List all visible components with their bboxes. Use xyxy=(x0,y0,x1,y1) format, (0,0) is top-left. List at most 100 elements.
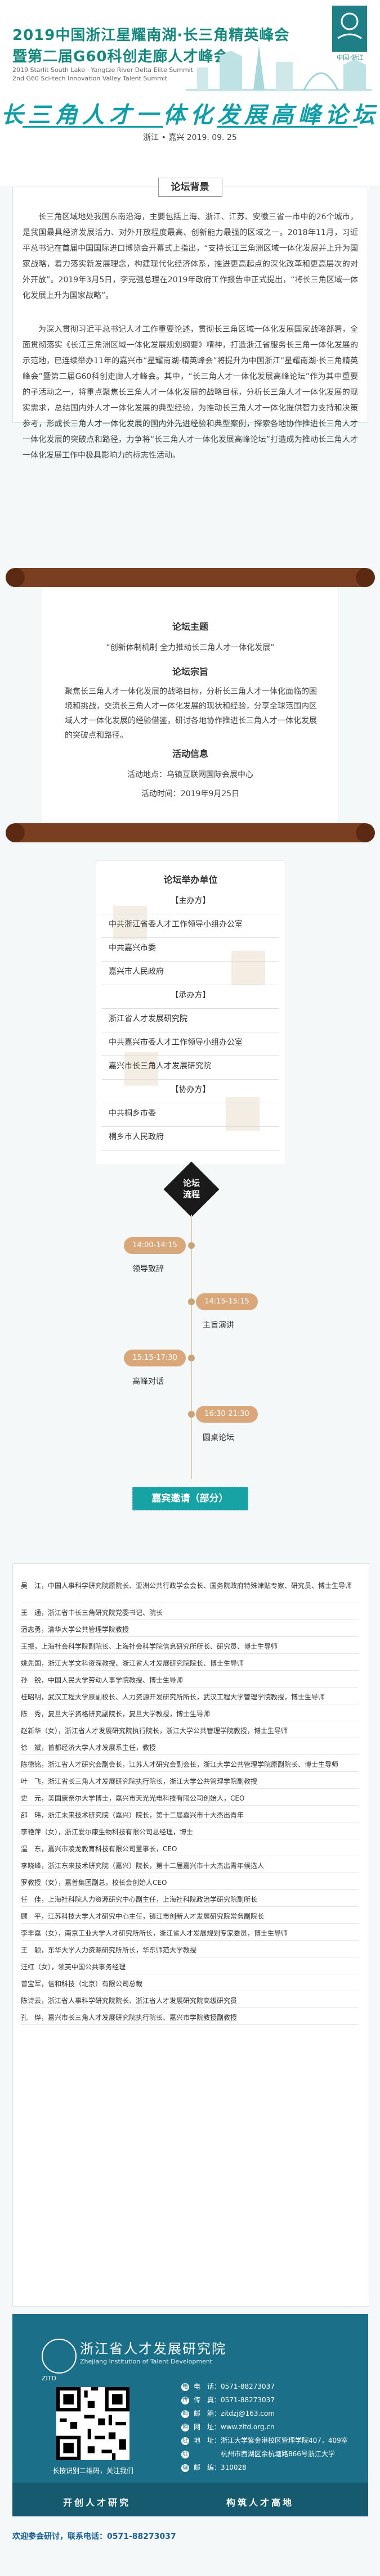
contact-icon: 邮 xyxy=(181,2410,189,2418)
guests-card: 吴 江，中国人事科学研究院原院长、亚洲公共行政学会会长、国务院政府特殊津贴专家、… xyxy=(12,1563,369,2307)
agenda-time-pill: 14:15-15:15 xyxy=(196,1293,258,1310)
guest-divider xyxy=(21,1889,359,1890)
guest-entry: 罗教授（女），嘉善集团副总，校长会创始人CEO xyxy=(21,1879,167,1887)
purpose-text: 聚焦长三角人才一体化发展的战略目标，分析长三角人才一体化面临的困境和挑战，交流长… xyxy=(65,687,317,740)
background-card xyxy=(12,187,368,423)
forum-main-title: 长三角人才一体化发展高峰论坛 xyxy=(1,102,379,128)
purpose-heading: 论坛宗旨 xyxy=(172,666,208,677)
scroll-knob-right xyxy=(356,568,375,587)
guest-entry: 温 东，嘉兴市凌龙教育科技有限公司董事长，CEO xyxy=(21,1845,177,1853)
contact-text: 邮 箱：zitdzj@163.com xyxy=(194,2410,275,2417)
organizer-item: 中共嘉兴市委 xyxy=(109,944,156,953)
agenda-item-label: 领导致辞 xyxy=(132,1265,164,1274)
contact-row: 网网 址：www.zitd.org.cn xyxy=(181,2422,275,2431)
guest-divider xyxy=(21,1788,359,1789)
guest-divider xyxy=(21,1805,359,1806)
guest-entry: 李丰嘉（女），南京工业大学人才研究所所长，浙江省人才发展规划专家委员，博士生导师 xyxy=(21,1929,288,1937)
summit-subtitle: 暨第二届G60科创走廊人才峰会 xyxy=(12,48,229,65)
slogan-right: 构筑人才高地 xyxy=(226,2497,294,2508)
guest-entry: 孙 锐，中国人民大学劳动人事学院教授、博士生导师 xyxy=(21,1676,184,1684)
qr-caption: 长按识别二维码，关注我们 xyxy=(52,2467,133,2475)
timeline-dot xyxy=(188,1355,195,1361)
contact-icon: 址 xyxy=(181,2437,189,2445)
summit-title-en: 2019 Starlit South Lake · Yangtze River … xyxy=(12,66,194,74)
organizer-item: 嘉兴市长三角人才发展研究院 xyxy=(109,1062,211,1071)
agenda-time-pill: 15:15-17:30 xyxy=(124,1350,186,1366)
institute-logo-icon xyxy=(42,2339,77,2374)
guest-entry: 桂昭明，武汉工程大学原副校长、人力资源开发研究所所长，武汉工程大学管理学院教授，… xyxy=(21,1693,325,1701)
forum-meta: 浙江 • 嘉兴 2019. 09. 25 xyxy=(143,133,237,142)
contact-icon: 址 xyxy=(181,2450,189,2458)
guests-tag-label: 嘉宾邀请（部分） xyxy=(132,1487,248,1510)
contact-row: 电电 话：0571-88273037 xyxy=(181,2381,275,2391)
organizer-item: 中共嘉兴市委人才工作领导小组办公室 xyxy=(109,1038,243,1047)
guest-entry: 陈诗云，浙江省人事科学研究院院长、浙江省人才发展研究院高级研究员 xyxy=(21,1997,238,2005)
info-location: 活动地点：乌镇互联网国际会展中心 xyxy=(127,770,253,779)
background-paragraph-2: 为深入贯彻习近平总书记人才工作重要论述，贯彻长三角区域一体化发展国家战略部署，全… xyxy=(23,325,358,460)
organizer-divider xyxy=(102,1150,279,1151)
guest-entry: 汪红（女），领英中国公共事务经理 xyxy=(21,1963,126,1971)
institute-name: 浙江省人才发展研究院 xyxy=(80,2341,226,2357)
guest-entry: 陈 秀，复旦大学资格研究副院长，复旦大学教授，博士生导师 xyxy=(21,1710,211,1718)
summit-title: 2019中国浙江星耀南湖·长三角精英峰会 xyxy=(12,27,290,44)
background-tag: 论坛背景 xyxy=(0,178,380,197)
guest-entry: 孔 烨，嘉兴市长三角人才发展研究院执行院长、嘉兴市学院教授副教授 xyxy=(21,2014,238,2022)
organizer-role-heading: 【承办方】 xyxy=(171,991,211,1000)
background-paragraph-1: 长三角区域地处我国东南沿海，主要包括上海、浙江、江苏、安徽三省一市中的26个城市… xyxy=(23,213,358,300)
guest-entry: 叶 飞，浙江省长三角人才发展研究院执行院长，浙江大学公共管理学院副教授 xyxy=(21,1778,258,1785)
scroll-top-rod xyxy=(14,568,367,587)
organizers-card: 论坛举办单位 【主办方】中共浙江省委人才工作领导小组办公室中共嘉兴市委嘉兴市人民… xyxy=(96,860,285,1165)
organizers-title: 论坛举办单位 xyxy=(163,874,218,885)
summit-logo-icon xyxy=(332,6,367,52)
timeline-dot xyxy=(188,1411,195,1418)
guest-entry: 任 佳，上海社科院人力资源研究中心副主任，上海社科院政治学研究院副所长 xyxy=(21,1896,258,1903)
guest-divider xyxy=(21,1940,359,1941)
agenda-time-pill: 14:00-14:15 xyxy=(124,1237,186,1254)
contact-text: 网 址：www.zitd.org.cn xyxy=(194,2423,275,2431)
timeline-dot xyxy=(188,1298,195,1305)
guest-divider xyxy=(21,1653,359,1654)
contact-text: 邮 编：310028 xyxy=(194,2464,247,2471)
agenda-item-label: 主旨演讲 xyxy=(203,1321,234,1330)
contact-text: 杭州市西湖区余杭塘路866号浙江大学 xyxy=(194,2450,335,2458)
guest-entry: 赵新华（女），浙江省人才发展研究院执行院长，浙江大学公共管理学院教授，博士生导师 xyxy=(21,1727,288,1735)
summit-subtitle-en: 2nd G60 Sci-tech Innovation Valley Talen… xyxy=(12,75,168,82)
guest-divider xyxy=(21,1923,359,1924)
guest-divider xyxy=(21,2007,359,2008)
theme-scroll: 论坛主题 “创新体制机制 全力推动长三角人才一体化发展” 论坛宗旨 聚焦长三角人… xyxy=(42,587,339,823)
guest-divider xyxy=(21,1754,359,1755)
guest-entry: 曾宝军，信和科技（北京）有限公司总裁 xyxy=(21,1980,143,1988)
guest-entry: 李晓峰，浙江东来技术研究院（嘉兴）院长，第十二届嘉兴市十大杰出青年候选人 xyxy=(21,1862,265,1870)
title-rule-left xyxy=(23,126,163,128)
slogan-left: 开创人才研究 xyxy=(63,2497,131,2508)
info-time: 活动时间：2019年9月25日 xyxy=(141,790,240,798)
guest-divider xyxy=(21,1687,359,1688)
guest-divider xyxy=(21,1670,359,1671)
organizer-item: 浙江省人才发展研究院 xyxy=(109,1014,187,1023)
theme-text: “创新体制机制 全力推动长三角人才一体化发展” xyxy=(106,643,275,652)
welcome-contact: 欢迎参会研讨，联系电话：0571-88273037 xyxy=(12,2532,176,2541)
organizer-item: 桐乡市人民政府 xyxy=(109,1133,164,1142)
scroll-knob-left xyxy=(6,568,25,587)
timeline-dot xyxy=(188,1242,195,1249)
contact-row: 传传 真：0571-88273037 xyxy=(181,2395,275,2404)
organizer-divider xyxy=(102,961,279,962)
guest-entry: 王振，上海社会科学院副院长、上海社会科学院信息研究所所长、研究员、博士生导师 xyxy=(21,1643,278,1650)
info-heading: 活动信息 xyxy=(172,748,208,759)
contact-row: 邮邮 箱：zitdzj@163.com xyxy=(181,2408,275,2418)
contact-icon: 电 xyxy=(181,2383,189,2391)
organizer-divider xyxy=(102,1055,279,1056)
institute-abbr: ZITD xyxy=(42,2375,56,2382)
guest-entry: 吴 江，中国人事科学研究院原院长、亚洲公共行政学会会长、国务院政府特殊津贴专家、… xyxy=(21,1582,352,1590)
header-banner: 2019中国浙江星耀南湖·长三角精英峰会 暨第二届G60科创走廊人才峰会 201… xyxy=(0,0,380,186)
guests-tag: 嘉宾邀请（部分） xyxy=(0,1487,380,1510)
contact-icon: 网 xyxy=(181,2423,189,2431)
skyline-icon xyxy=(186,45,372,91)
title-rule-right xyxy=(217,126,357,128)
guest-entry: 王 通，浙江省中长三角研究院党委书记、院长 xyxy=(21,1609,163,1617)
agenda-item-label: 圆桌论坛 xyxy=(203,1433,234,1442)
contact-text: 电 话：0571-88273037 xyxy=(194,2383,275,2390)
timeline-line xyxy=(191,1215,192,1479)
guest-divider xyxy=(21,1906,359,1907)
